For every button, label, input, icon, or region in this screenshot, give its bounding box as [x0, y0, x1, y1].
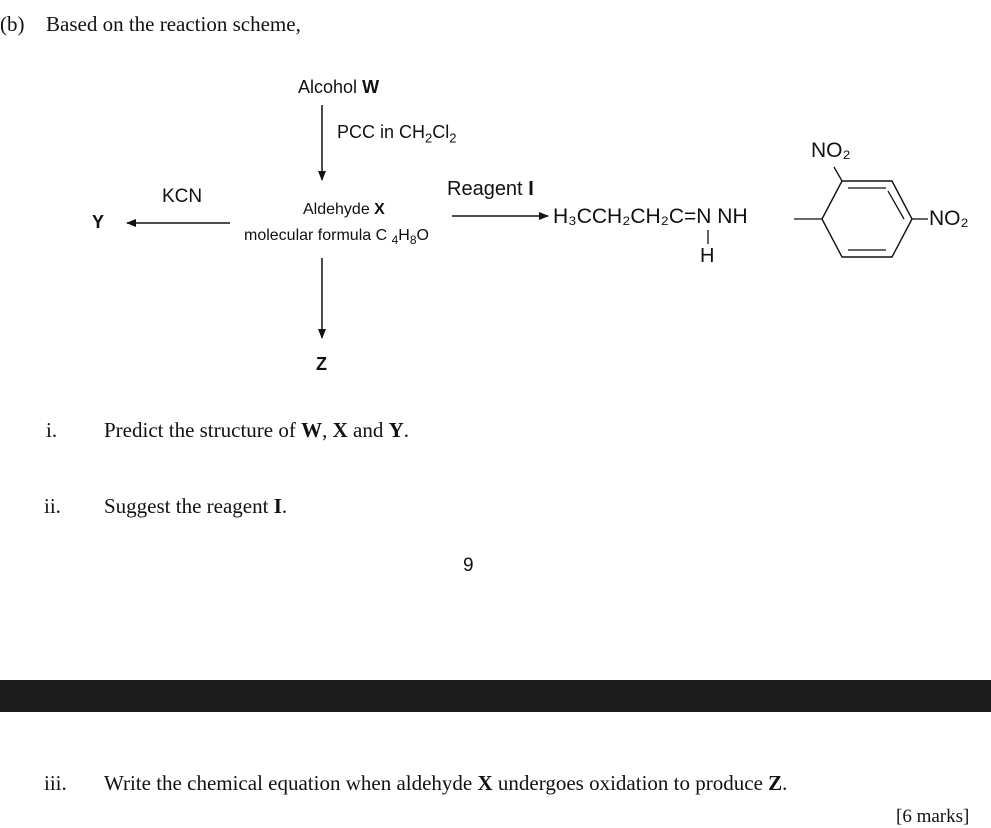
aldehyde-label: Aldehyde X [303, 201, 385, 218]
product-h: H [700, 245, 715, 267]
reaction-scheme [126, 105, 928, 339]
compound-y: Y [92, 212, 105, 232]
kcn-label: KCN [162, 186, 203, 207]
nitro-group-right: NO₂ [929, 207, 969, 230]
part-label: (b) [0, 12, 25, 36]
question-text: Write the chemical equation when aldehyd… [104, 771, 788, 795]
product-formula: H₃CCH₂CH₂C=N NH [553, 205, 748, 228]
alcohol-label: Alcohol W [298, 77, 380, 97]
reagent-label: Reagent I [447, 178, 534, 200]
part-intro: Based on the reaction scheme, [46, 12, 301, 36]
page-number: 9 [463, 555, 474, 576]
nitro-group-top: NO₂ [811, 139, 851, 162]
molecular-formula: molecular formula C 4H8O [244, 227, 429, 248]
pcc-reagent-label: PCC in CH2Cl2 [337, 122, 457, 146]
question-text: Predict the structure of W, X and Y. [104, 418, 410, 442]
no2-top-bond [833, 166, 843, 182]
question-number: ii. [44, 494, 61, 518]
marks-allocation: [6 marks] [896, 806, 970, 827]
benzene-ring [821, 180, 913, 258]
page-break-band [0, 680, 991, 712]
question-number: i. [46, 418, 58, 442]
question-number: iii. [44, 771, 67, 795]
question-text: Suggest the reagent I. [104, 494, 288, 518]
compound-z: Z [316, 354, 327, 374]
